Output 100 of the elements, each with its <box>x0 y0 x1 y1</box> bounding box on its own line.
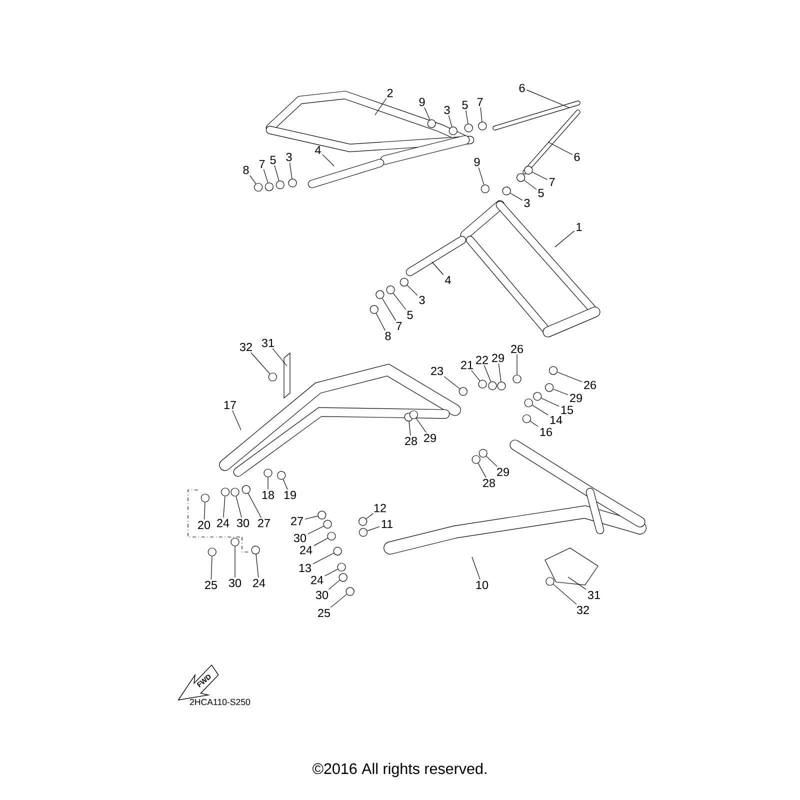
leader-line <box>304 516 318 520</box>
callout-number: 11 <box>382 520 393 528</box>
part-drawing <box>333 546 342 556</box>
leader-line <box>432 262 444 276</box>
callout-number: 18 <box>262 490 274 500</box>
leader-line <box>256 554 259 578</box>
part-drawing <box>524 398 533 408</box>
part-drawing <box>208 548 216 556</box>
leader-line <box>478 167 484 186</box>
leader-line <box>263 169 268 183</box>
callout-number: 3 <box>286 152 292 162</box>
leader-line <box>250 175 256 184</box>
part-drawing <box>338 573 348 582</box>
leader-line <box>526 90 570 108</box>
callout-number: 6 <box>574 152 580 162</box>
callout-number: 4 <box>315 146 321 154</box>
callout-number: 2 <box>387 88 393 98</box>
part-drawing <box>323 520 332 528</box>
drawing-code: 2HCA110-S250 <box>190 698 250 706</box>
part-drawing <box>230 538 240 546</box>
callout-number: 29 <box>570 394 582 402</box>
callout-number: 31 <box>588 590 600 600</box>
part-drawing <box>448 126 458 136</box>
leader-line <box>406 284 418 296</box>
part-drawing <box>497 382 506 390</box>
callout-number: 30 <box>294 534 306 542</box>
leader-line <box>472 556 480 580</box>
callout-number: 9 <box>474 158 480 166</box>
leader-line <box>324 568 338 576</box>
leader-line <box>510 192 523 201</box>
part-drawing <box>200 494 210 502</box>
part-drawing <box>478 122 487 130</box>
part-drawing <box>544 383 554 392</box>
leader-line <box>552 388 568 396</box>
callout-number: 14 <box>550 416 562 424</box>
part-drawing <box>318 510 326 520</box>
callout-number: 30 <box>236 518 250 528</box>
part-drawing <box>533 392 542 401</box>
leader-line <box>289 162 292 179</box>
part-drawing <box>427 119 436 128</box>
part-drawing <box>472 455 480 464</box>
part-drawing <box>409 410 418 420</box>
part-drawing <box>546 577 554 586</box>
leader-line <box>556 372 582 382</box>
callout-number: 25 <box>205 580 218 590</box>
part-drawing <box>221 488 230 496</box>
callout-number: 3 <box>524 198 530 208</box>
leader-line <box>272 348 288 366</box>
callout-number: 13 <box>299 564 311 572</box>
leader-line <box>330 594 348 608</box>
leader-line <box>274 165 280 181</box>
callout-number: 27 <box>258 518 270 528</box>
callout-number: 32 <box>240 342 252 352</box>
leader-line <box>498 363 502 382</box>
leader-line <box>478 462 486 478</box>
leader-line <box>392 292 406 310</box>
part-drawing <box>512 374 522 384</box>
part-drawing <box>524 166 533 174</box>
callout-number: 7 <box>549 178 555 186</box>
leader-line <box>424 107 430 120</box>
callout-number: 16 <box>540 428 552 436</box>
callout-number: 26 <box>584 380 596 390</box>
callout-number: 1 <box>576 222 582 232</box>
callout-number: 25 <box>318 608 330 618</box>
leader-line <box>248 492 262 518</box>
leader-line <box>416 418 426 433</box>
callout-number: 10 <box>476 580 488 590</box>
leader-line <box>367 526 380 532</box>
part-drawing <box>522 414 531 424</box>
part-drawing <box>288 178 297 188</box>
callout-number: 17 <box>224 400 236 410</box>
callout-number: 20 <box>198 520 210 530</box>
leader-line <box>516 354 518 375</box>
leader-line <box>484 365 492 382</box>
part-drawing <box>346 587 354 596</box>
leader-line <box>532 172 548 180</box>
callout-number: 24 <box>311 576 324 584</box>
part-drawing <box>337 562 346 572</box>
leader-line <box>530 420 538 427</box>
callout-number: 24 <box>217 518 230 528</box>
part-drawing <box>480 184 490 194</box>
leader-line <box>366 513 374 520</box>
leader-line <box>282 478 288 490</box>
callout-number: 7 <box>259 160 265 168</box>
leader-line <box>466 110 468 124</box>
callout-number: 3 <box>419 296 425 304</box>
leader-line <box>223 496 226 518</box>
callout-number: 29 <box>424 434 436 442</box>
part-drawing <box>264 468 272 478</box>
callout-number: 30 <box>316 590 328 600</box>
leader-line <box>480 107 482 122</box>
leader-line <box>210 556 212 580</box>
callout-number: 24 <box>253 578 266 588</box>
leader-line <box>312 552 334 564</box>
leader-line <box>540 398 560 407</box>
leader-line <box>471 370 480 382</box>
leader-line <box>524 180 537 190</box>
callout-number: 8 <box>385 332 391 340</box>
callout-number: 8 <box>243 166 249 174</box>
leader-line <box>548 142 573 155</box>
